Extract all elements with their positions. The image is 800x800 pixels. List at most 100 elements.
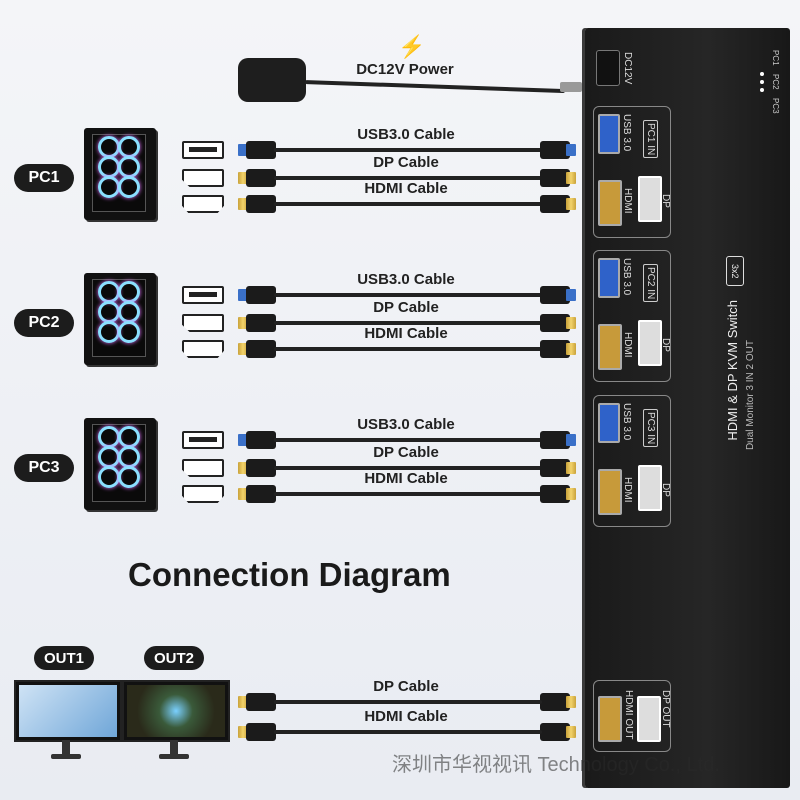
usb-cable-label: USB3.0 Cable — [357, 271, 455, 288]
connector-tip — [566, 343, 576, 355]
connector-tip — [566, 144, 576, 156]
pc2-port-block — [593, 250, 671, 382]
monitor-stand — [170, 740, 178, 754]
connector-tip — [566, 317, 576, 329]
connector-tip — [238, 144, 248, 156]
out-dp-label: DP OUT — [660, 690, 671, 728]
connector-tip — [238, 696, 248, 708]
fan-icon — [118, 466, 140, 488]
cable-plug — [246, 485, 276, 503]
cable-line — [274, 466, 542, 470]
pc1-port-block — [593, 106, 671, 238]
dp-port-label: DP — [660, 338, 671, 352]
pc-tower-icon — [84, 128, 156, 220]
hdmi-port-label: HDMI — [622, 188, 633, 214]
fan-icon — [118, 446, 140, 468]
connector-tip — [566, 696, 576, 708]
dp-port — [638, 320, 662, 366]
cable-plug — [540, 314, 570, 332]
cable-plug — [540, 693, 570, 711]
power-cable — [304, 80, 565, 94]
cable-plug — [540, 431, 570, 449]
out-hdmi-label: HDMI OUT — [623, 690, 634, 740]
game-screen — [127, 685, 225, 737]
power-adapter — [238, 58, 306, 102]
connector-tip — [566, 198, 576, 210]
model-badge: 3x2 — [726, 256, 744, 286]
pc3-port-block — [593, 395, 671, 527]
dp-cable-label: DP Cable — [373, 444, 439, 461]
dc-label: DC12V — [622, 52, 633, 85]
cable-plug — [246, 169, 276, 187]
cable-plug — [246, 340, 276, 358]
fan-icon — [118, 176, 140, 198]
usb-port-icon — [182, 286, 224, 304]
connector-tip — [238, 726, 248, 738]
led-dot — [760, 72, 764, 76]
cable-plug — [540, 459, 570, 477]
fan-icon — [98, 301, 120, 323]
dp-port — [638, 465, 662, 511]
monitor-base — [51, 754, 81, 759]
usb-port-label: USB 3.0 — [621, 403, 632, 441]
connector-tip — [566, 172, 576, 184]
pc2-badge: PC2 — [14, 309, 74, 337]
dp-port-icon — [182, 314, 224, 332]
led-dot — [760, 88, 764, 92]
hdmi-cable-label: HDMI Cable — [364, 470, 448, 487]
fan-icon — [118, 136, 140, 158]
cable-plug — [540, 286, 570, 304]
dp-port-label: DP — [660, 194, 671, 208]
fan-icon — [118, 426, 140, 448]
monitor-out2 — [122, 680, 230, 742]
out2-badge: OUT2 — [144, 646, 204, 670]
connector-tip — [566, 726, 576, 738]
cable-plug — [246, 286, 276, 304]
fan-icon — [118, 281, 140, 303]
cable-line — [274, 700, 542, 704]
cable-line — [274, 148, 542, 152]
fan-icon — [118, 156, 140, 178]
connector-tip — [238, 434, 248, 446]
monitor-base — [159, 754, 189, 759]
connector-tip — [238, 462, 248, 474]
monitor-out1 — [14, 680, 122, 742]
cable-line — [274, 347, 542, 351]
usb-port — [598, 114, 620, 154]
hdmi-port-icon — [182, 340, 224, 358]
usb-port — [598, 403, 620, 443]
cable-plug — [246, 195, 276, 213]
fan-icon — [98, 176, 120, 198]
out-dp-port — [637, 696, 661, 742]
connector-tip — [566, 488, 576, 500]
cable-plug — [540, 169, 570, 187]
dp-port-icon — [182, 169, 224, 187]
dp-port-label: DP — [660, 483, 671, 497]
usb-port — [598, 258, 620, 298]
pc-tower-icon — [84, 273, 156, 365]
pc3-badge: PC3 — [14, 454, 74, 482]
cable-plug — [540, 723, 570, 741]
cable-line — [274, 438, 542, 442]
fan-icon — [98, 156, 120, 178]
connector-tip — [566, 434, 576, 446]
usb-port-label: USB 3.0 — [621, 114, 632, 152]
hdmi-port-label: HDMI — [622, 477, 633, 503]
dp-port-icon — [182, 459, 224, 477]
led-labels: PC1 PC2 PC3 — [771, 50, 780, 113]
out-port-block — [593, 680, 671, 752]
cable-plug — [540, 141, 570, 159]
cable-line — [274, 492, 542, 496]
connector-tip — [566, 289, 576, 301]
hdmi-port-icon — [182, 485, 224, 503]
hdmi-port — [598, 324, 622, 370]
page-title: Connection Diagram — [128, 556, 451, 593]
fan-icon — [98, 321, 120, 343]
hdmi-cable-label: HDMI Cable — [364, 180, 448, 197]
cable-line — [274, 321, 542, 325]
connector-tip — [238, 488, 248, 500]
fan-icon — [118, 321, 140, 343]
power-label: DC12V Power — [356, 61, 454, 78]
led-indicators — [760, 72, 764, 92]
cable-line — [274, 730, 542, 734]
